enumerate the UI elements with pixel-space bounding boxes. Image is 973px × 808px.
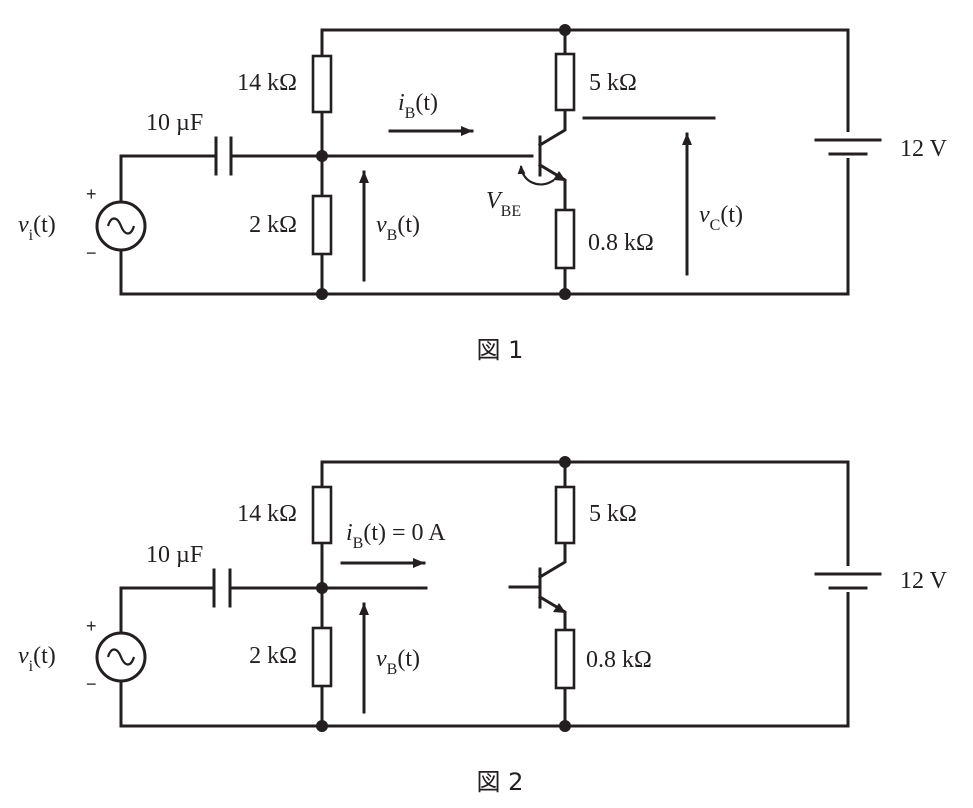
fig2-resistor-2k	[311, 626, 333, 688]
fig1-ac-source	[95, 200, 147, 252]
fig1-battery	[810, 132, 886, 158]
fig2-source-plus: +	[86, 616, 97, 636]
fig1-label-battery: 12 V	[900, 136, 948, 162]
fig1-node-base	[316, 150, 328, 162]
fig1-label-source: vi(t)	[18, 212, 56, 244]
fig2-node-bottom-right	[559, 720, 571, 732]
fig2-label-capacitor: 10 µF	[146, 542, 203, 568]
fig2-caption: 図 2	[477, 768, 524, 796]
fig1-label-r2k: 2 kΩ	[249, 212, 297, 238]
fig1-resistor-5k	[554, 52, 576, 112]
fig2-ac-source	[95, 631, 147, 683]
fig1-label-r5k: 5 kΩ	[589, 70, 637, 96]
fig1-label-capacitor: 10 µF	[146, 110, 203, 136]
fig1-resistor-0.8k	[554, 208, 576, 270]
fig1-node-bottom-right	[559, 288, 571, 300]
fig2-label-r0.8k: 0.8 kΩ	[586, 647, 652, 673]
fig2-node-top	[559, 456, 571, 468]
fig1-caption: 図 1	[477, 336, 524, 364]
fig2-node-bottom-left	[316, 720, 328, 732]
figure-2: 14 kΩ 2 kΩ 5 kΩ 0.8 kΩ 10 µF 12 V iB(t) …	[18, 456, 948, 796]
fig2-label-source: vi(t)	[18, 643, 56, 675]
fig2-resistor-14k	[311, 485, 333, 545]
fig1-source-plus: +	[86, 184, 97, 204]
fig2-battery	[810, 566, 886, 592]
fig2-label-r14k: 14 kΩ	[237, 501, 297, 527]
fig1-capacitor	[214, 136, 233, 176]
fig2-resistor-5k	[554, 485, 576, 545]
fig1-label-vbe: VBE	[486, 188, 521, 220]
fig1-label-vc: vC(t)	[699, 202, 743, 234]
fig2-transistor	[538, 567, 566, 613]
fig1-transistor	[538, 135, 566, 181]
fig2-label-r2k: 2 kΩ	[249, 643, 297, 669]
fig1-label-r14k: 14 kΩ	[237, 70, 297, 96]
fig1-resistor-14k	[311, 54, 333, 114]
fig2-capacitor	[212, 568, 232, 608]
fig2-label-r5k: 5 kΩ	[589, 501, 637, 527]
fig2-label-vb: vB(t)	[376, 646, 420, 678]
fig1-label-vb: vB(t)	[376, 212, 420, 244]
fig2-label-ib: iB(t) = 0 A	[346, 520, 446, 552]
fig1-vbe-arrow	[517, 165, 555, 186]
fig2-label-battery: 12 V	[900, 568, 948, 594]
fig2-resistor-0.8k	[554, 628, 576, 690]
figure-1: 14 kΩ 2 kΩ 5 kΩ 0.8 kΩ 10 µF 12 V iB(t) …	[18, 24, 948, 364]
fig1-node-top	[559, 24, 571, 36]
fig1-node-bottom-left	[316, 288, 328, 300]
fig1-label-r0.8k: 0.8 kΩ	[588, 230, 654, 256]
fig1-label-ib: iB(t)	[398, 90, 438, 122]
fig1-source-minus: −	[86, 243, 97, 263]
fig2-source-minus: −	[86, 674, 97, 694]
fig2-node-base	[316, 582, 328, 594]
fig1-resistor-2k	[311, 194, 333, 256]
